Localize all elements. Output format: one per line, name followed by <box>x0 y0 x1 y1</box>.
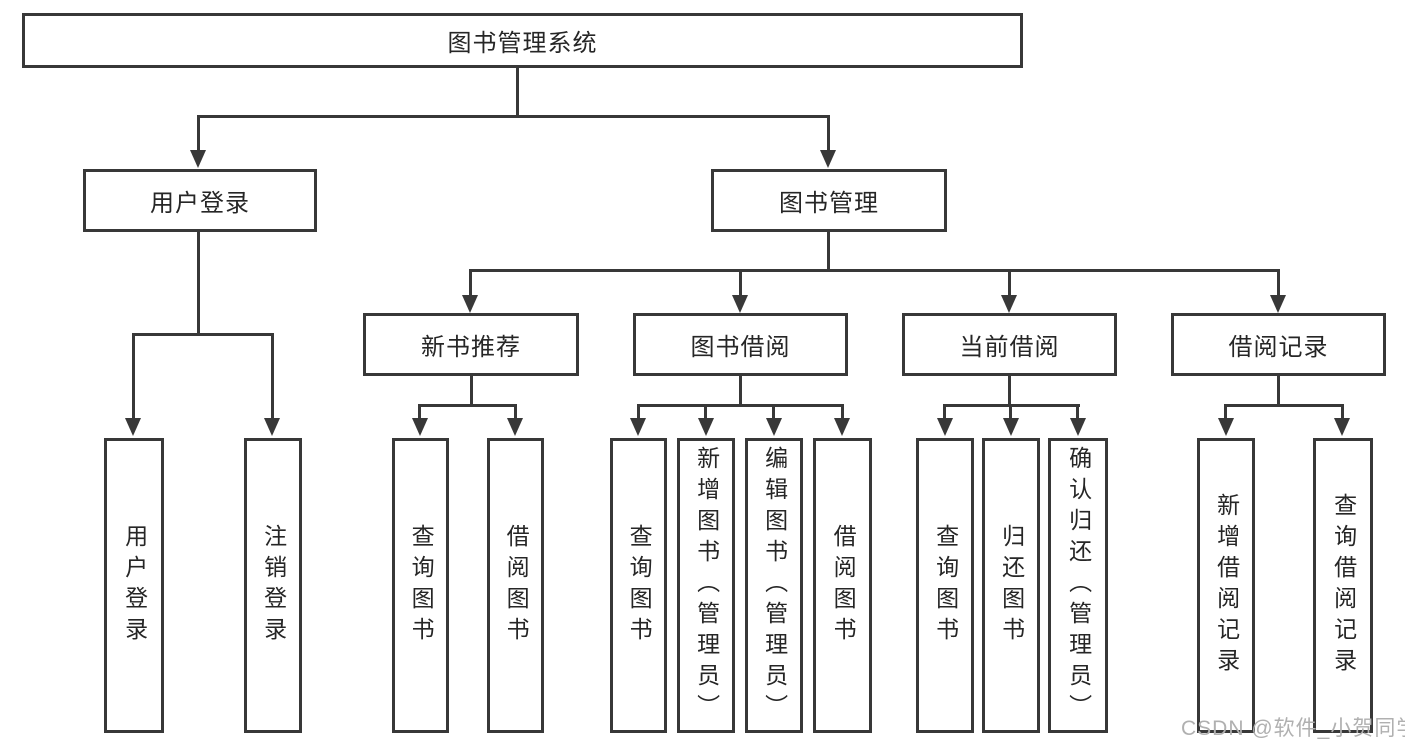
connector-root-hbar <box>197 115 830 118</box>
connector-groupA-stem <box>470 376 473 404</box>
arrow-down-logout-icon <box>264 418 280 436</box>
arrow-down-bbadd-icon <box>698 418 714 436</box>
node-library-system: 图书管理系统 <box>22 13 1023 68</box>
arrow-down-bookmgmt-icon <box>820 150 836 168</box>
connector-loginleaf-stem <box>132 336 135 420</box>
arrow-down-bookborrow-icon <box>732 295 748 313</box>
connector-groupB-stem <box>739 376 742 404</box>
connector-nbborrow-stem <box>514 407 517 419</box>
csdn-watermark: CSDN @软件_小贺同学 <box>1181 717 1405 740</box>
node-label: 借阅图书 <box>503 523 530 648</box>
connector-bookmgmt-stem <box>827 118 830 152</box>
arrow-down-borrowrecords-icon <box>1270 295 1286 313</box>
node-bb-add-books-admin: 新增图书（管理员） <box>677 438 735 733</box>
node-label: 新增图书（管理员） <box>693 446 720 725</box>
node-label: 借阅图书 <box>830 523 857 648</box>
arrow-down-nbquery-icon <box>412 418 428 436</box>
node-cb-confirm-return-admin: 确认归还（管理员） <box>1048 438 1108 733</box>
arrow-down-brquery-icon <box>1334 418 1350 436</box>
connector-borrowrecords-stem <box>1277 272 1280 296</box>
arrow-down-newbooks-icon <box>462 295 478 313</box>
arrow-down-bbedit-icon <box>766 418 782 436</box>
connector-root-stem <box>516 68 519 117</box>
arrow-down-bbquery-icon <box>630 418 646 436</box>
connector-cbconfirm-stem <box>1076 407 1079 419</box>
arrow-down-currentborrow-icon <box>1001 295 1017 313</box>
node-br-add-record: 新增借阅记录 <box>1197 438 1255 733</box>
connector-userlogin-down <box>197 232 200 335</box>
arrow-down-nbborrow-icon <box>507 418 523 436</box>
connector-groupC-stem <box>1008 376 1011 404</box>
node-bb-borrow-books: 借阅图书 <box>813 438 872 733</box>
node-user-login-leaf: 用户登录 <box>104 438 164 733</box>
connector-bradd-stem <box>1224 407 1227 419</box>
arrow-down-cbreturn-icon <box>1003 418 1019 436</box>
node-label: 注销登录 <box>260 523 287 648</box>
connector-groupD-stem <box>1277 376 1280 404</box>
connector-cbreturn-stem <box>1009 407 1012 419</box>
node-book-borrow: 图书借阅 <box>633 313 848 376</box>
arrow-down-loginleaf-icon <box>125 418 141 436</box>
connector-userlogin-stem <box>197 118 200 152</box>
connector-bookborrow-stem <box>739 272 742 296</box>
node-new-books: 新书推荐 <box>363 313 579 376</box>
node-cb-return-books: 归还图书 <box>982 438 1040 733</box>
connector-userlogin-hbar <box>132 333 274 336</box>
node-nb-borrow-books: 借阅图书 <box>487 438 544 733</box>
node-borrow-records: 借阅记录 <box>1171 313 1386 376</box>
node-user-login: 用户登录 <box>83 169 317 232</box>
connector-groupA-hbar <box>418 404 517 407</box>
node-label: 查询借阅记录 <box>1330 492 1357 679</box>
connector-nbquery-stem <box>418 407 421 419</box>
arrow-down-cbconfirm-icon <box>1070 418 1086 436</box>
connector-bookmgmt-down <box>827 232 830 271</box>
node-cb-query-books: 查询图书 <box>916 438 974 733</box>
node-logout-leaf: 注销登录 <box>244 438 302 733</box>
node-label: 查询图书 <box>408 523 435 648</box>
connector-groupB-hbar <box>637 404 844 407</box>
arrow-down-bbborrow-icon <box>834 418 850 436</box>
node-book-management: 图书管理 <box>711 169 947 232</box>
connector-cbquery-stem <box>943 407 946 419</box>
node-label: 用户登录 <box>121 523 148 648</box>
connector-groupD-hbar <box>1224 404 1344 407</box>
node-br-query-record: 查询借阅记录 <box>1313 438 1373 733</box>
arrow-down-bradd-icon <box>1218 418 1234 436</box>
node-label: 查询图书 <box>932 523 959 648</box>
connector-bbquery-stem <box>637 407 640 419</box>
connector-groupC-hbar <box>943 404 1080 407</box>
node-bb-query-books: 查询图书 <box>610 438 667 733</box>
arrow-down-cbquery-icon <box>937 418 953 436</box>
connector-brquery-stem <box>1341 407 1344 419</box>
connector-logout-stem <box>271 336 274 420</box>
node-label: 编辑图书（管理员） <box>761 446 788 725</box>
connector-bbadd-stem <box>704 407 707 419</box>
node-current-borrow: 当前借阅 <box>902 313 1117 376</box>
node-label: 确认归还（管理员） <box>1065 446 1092 725</box>
node-label: 新增借阅记录 <box>1213 492 1240 679</box>
connector-currentborrow-stem <box>1008 272 1011 296</box>
connector-level3-hbar <box>469 269 1280 272</box>
connector-bbborrow-stem <box>841 407 844 419</box>
node-nb-query-books: 查询图书 <box>392 438 449 733</box>
connector-bbedit-stem <box>772 407 775 419</box>
node-label: 归还图书 <box>998 523 1025 648</box>
node-label: 查询图书 <box>626 523 653 648</box>
connector-newbooks-stem <box>469 272 472 296</box>
arrow-down-userlogin-icon <box>190 150 206 168</box>
node-bb-edit-books-admin: 编辑图书（管理员） <box>745 438 803 733</box>
